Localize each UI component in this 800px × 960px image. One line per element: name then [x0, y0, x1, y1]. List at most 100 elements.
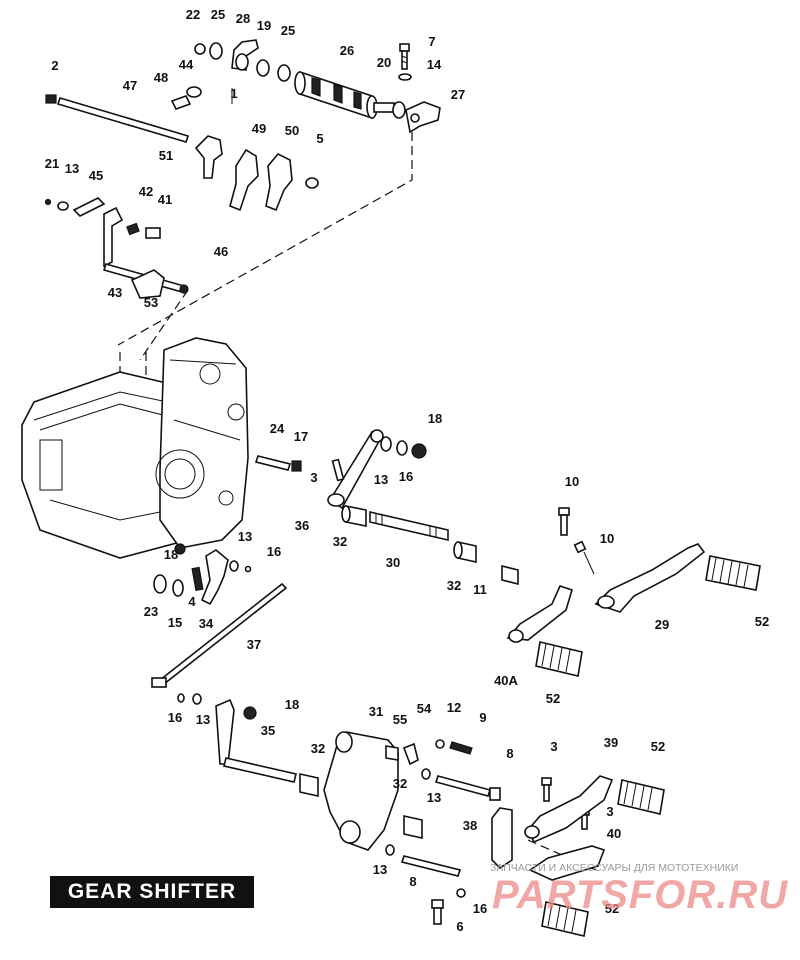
callout-c3a: 3: [310, 470, 317, 485]
callout-c20: 20: [377, 55, 391, 70]
callout-c45: 45: [89, 168, 103, 183]
callout-c48: 48: [154, 70, 168, 85]
part-40-lever: [528, 845, 606, 881]
callout-c1: 1: [230, 86, 237, 101]
transmission-case: [21, 337, 249, 559]
part-19-bearing: [256, 59, 270, 77]
callout-c22: 22: [186, 7, 200, 22]
callout-c7: 7: [428, 34, 435, 49]
part-52-footpeg-b: [535, 641, 583, 677]
callout-c16a: 16: [399, 469, 413, 484]
callout-c15: 15: [168, 615, 182, 630]
case-side-cover: [159, 337, 249, 549]
middle-shaft-assembly: [151, 429, 761, 688]
callout-c8b: 8: [409, 874, 416, 889]
part-47-fork-shaft: [56, 97, 190, 143]
part-16-washer-a: [396, 440, 408, 456]
callout-c29: 29: [655, 617, 669, 632]
lower-bracket-assembly: [177, 693, 665, 937]
part-30-shifter-shaft: [369, 510, 449, 542]
callout-c43: 43: [108, 285, 122, 300]
part-43-pawl-carrier: [103, 206, 124, 268]
callout-c42: 42: [139, 184, 153, 199]
callout-c13a: 13: [65, 161, 79, 176]
callout-c13c: 13: [238, 529, 252, 544]
part-18-nut-c: [243, 706, 257, 720]
part-52-footpeg-a: [705, 555, 761, 591]
part-10-bolt-a: [558, 507, 570, 536]
part-27-cam: [405, 101, 441, 134]
watermark-logo: PARTSFOR.RU: [492, 873, 789, 917]
callout-c21: 21: [45, 156, 59, 171]
part-21-nut: [44, 198, 52, 206]
callout-c38: 38: [463, 818, 477, 833]
part-13-washer-f: [385, 844, 395, 856]
part-42-spring: [126, 222, 140, 236]
callout-c10b: 10: [600, 531, 614, 546]
part-41-plunger: [145, 227, 161, 239]
callout-c41: 41: [158, 192, 172, 207]
part-22-washer: [194, 43, 206, 55]
callout-c55: 55: [393, 712, 407, 727]
callout-c44: 44: [179, 57, 194, 72]
part-38-link: [491, 807, 513, 870]
part-51-shift-fork: [194, 135, 223, 179]
part-7-bolt: [399, 43, 410, 70]
part-17-nut: [291, 460, 302, 472]
callout-c32d: 32: [393, 776, 407, 791]
callout-c13b: 13: [374, 472, 388, 487]
callout-c23: 23: [144, 604, 158, 619]
callout-c31: 31: [369, 704, 383, 719]
part-5-roller: [305, 177, 319, 189]
callout-c32b: 32: [447, 578, 461, 593]
part-16-washer-d: [456, 888, 466, 898]
part-16-washer-b: [244, 565, 252, 573]
part-15-washer: [172, 579, 184, 597]
part-24-stud: [254, 455, 292, 471]
callout-c18b: 18: [164, 547, 178, 562]
callout-c50: 50: [285, 123, 299, 138]
callout-c14: 14: [427, 57, 442, 72]
callout-c40A: 40A: [494, 673, 518, 688]
callout-c18c: 18: [285, 697, 299, 712]
callout-c47: 47: [123, 78, 137, 93]
watermark-tagline: ЗАПЧАСТИ И АКСЕССУАРЫ ДЛЯ МОТОТЕХНИКИ: [490, 862, 739, 874]
callout-c3b: 3: [550, 739, 557, 754]
callout-c26: 26: [340, 43, 354, 58]
callout-c51: 51: [159, 148, 173, 163]
callout-c35: 35: [261, 723, 275, 738]
part-16-washer-c: [177, 693, 185, 703]
callout-c13e: 13: [427, 790, 441, 805]
top-drum-assembly: [44, 39, 441, 299]
callout-c28: 28: [236, 11, 250, 26]
part-12-washer: [435, 739, 445, 749]
part-40A-lever: [506, 585, 573, 641]
callout-c40: 40: [607, 826, 621, 841]
part-13-washer-a: [57, 201, 69, 211]
part-52-footpeg-c: [617, 779, 665, 815]
callout-c25b: 25: [281, 23, 295, 38]
part-32-bushing-d: [403, 815, 423, 839]
callout-c16b: 16: [267, 544, 281, 559]
part-6-bolt: [431, 899, 444, 925]
part-31-bracket: [323, 731, 399, 851]
callout-c2: 2: [51, 58, 58, 73]
part-20-washer: [392, 101, 406, 119]
part-34-lever: [200, 549, 229, 606]
callout-c46: 46: [214, 244, 228, 259]
part-9-setscrew: [449, 741, 473, 755]
part-18-nut-a: [411, 443, 427, 459]
part-44-roller: [186, 86, 202, 98]
callout-c25a: 25: [211, 7, 225, 22]
callout-c9: 9: [479, 710, 486, 725]
callout-c18a: 18: [428, 411, 442, 426]
part-35-lever-shaft: [215, 698, 235, 765]
callout-c36: 36: [295, 518, 309, 533]
callout-c32c: 32: [311, 741, 325, 756]
part-8-bolt-b: [400, 855, 462, 877]
callout-c13f: 13: [373, 862, 387, 877]
callout-c32a: 32: [333, 534, 347, 549]
part-8-bolt-a: [434, 775, 492, 797]
part-54-clip: [402, 742, 419, 766]
